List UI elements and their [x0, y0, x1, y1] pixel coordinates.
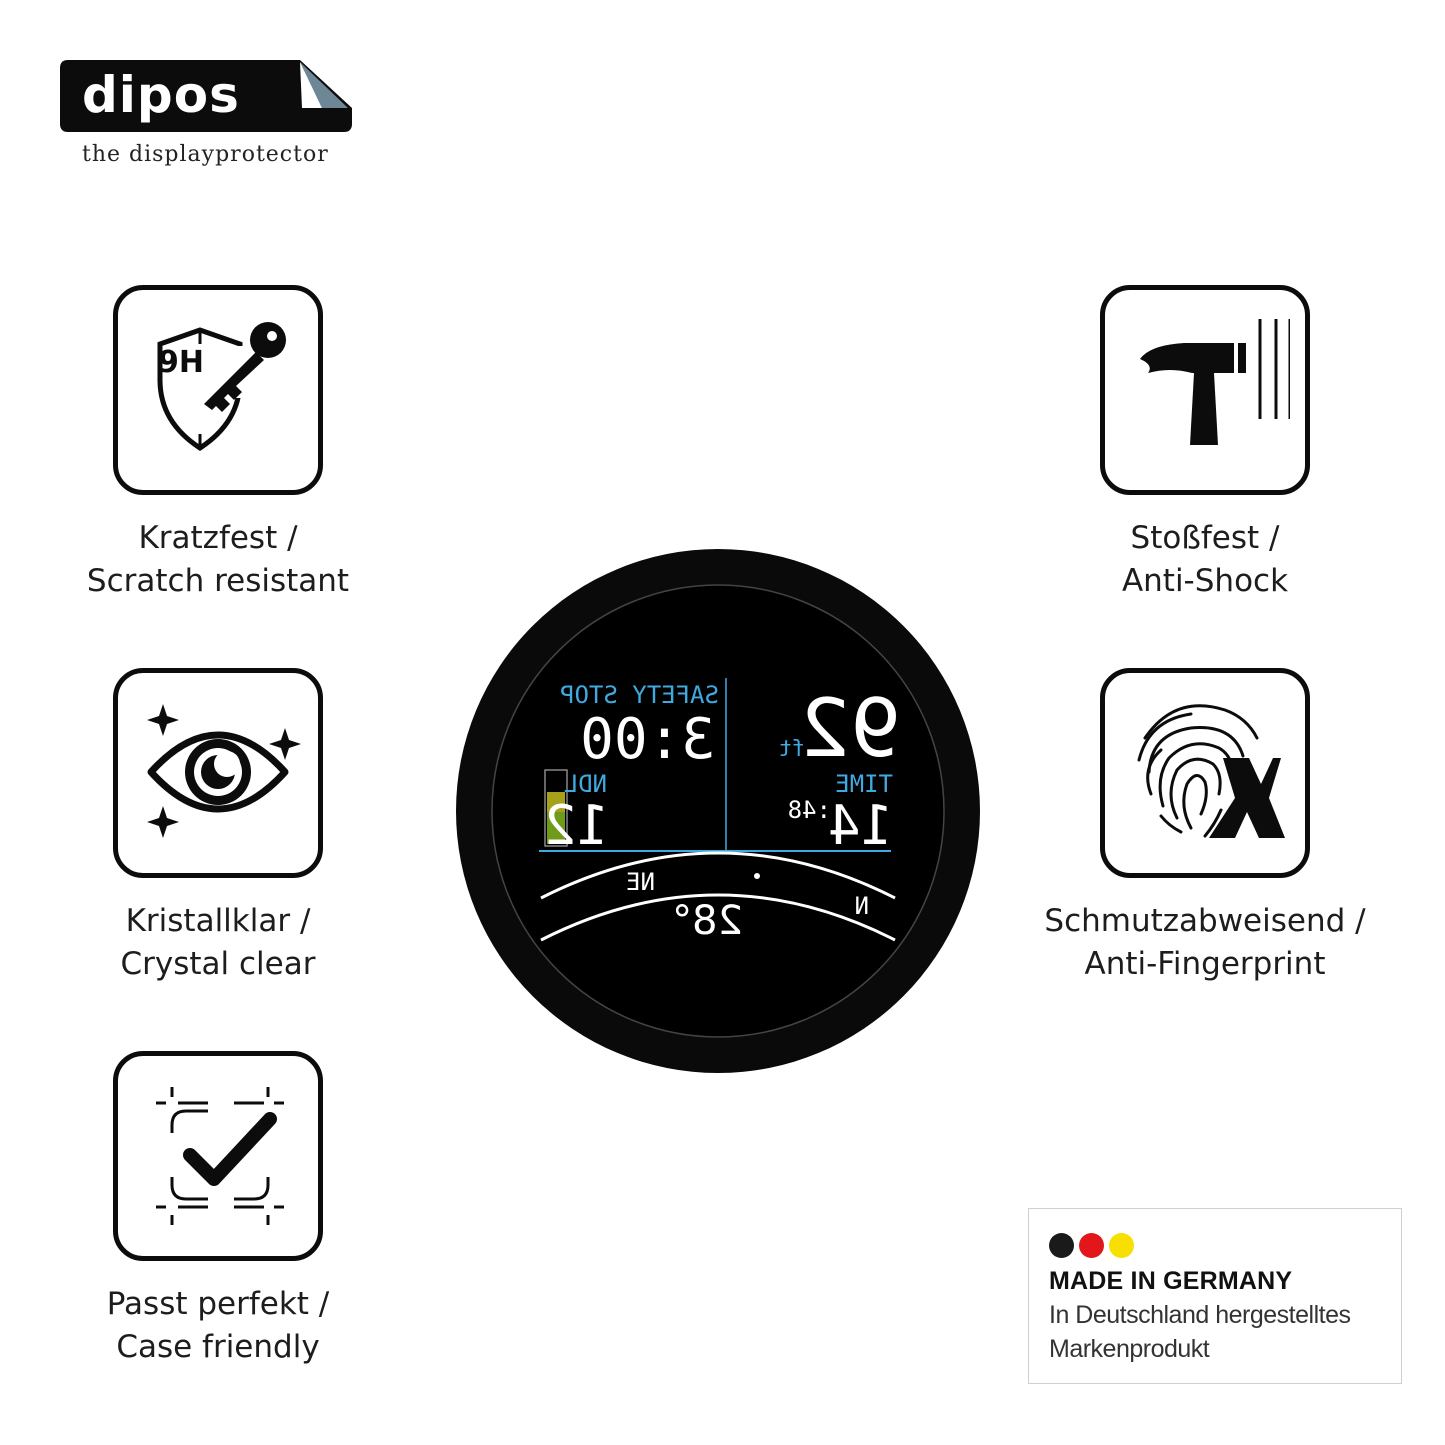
feature-tile [1100, 285, 1310, 495]
feature-fingerprint: Schmutzabweisend / Anti-Fingerprint [1030, 668, 1380, 986]
made-in-line-1: In Deutschland hergestelltes [1049, 1301, 1351, 1329]
time-seconds: :48 [788, 796, 831, 824]
feature-title-de: Kristallklar / [125, 903, 311, 939]
feature-title-de: Stoßfest / [1130, 520, 1280, 556]
eye-sparkle-icon [147, 704, 301, 838]
watch-screen [491, 584, 945, 1038]
feature-title-en: Anti-Shock [1121, 563, 1289, 599]
feature-tile [113, 1051, 323, 1261]
flag-dots [1049, 1233, 1139, 1258]
feature-title-en: Scratch resistant [86, 563, 350, 599]
ndl-label: NDL [564, 770, 607, 798]
brand-logo: dipos the displayprotector [60, 60, 355, 172]
dive-computer-display: SAFETY STOP 3:00 92 ft NDL 12 TIME 14 :4… [456, 549, 980, 1073]
made-in-title: MADE IN GERMANY [1049, 1267, 1293, 1295]
shield-key-icon: 9H [157, 322, 286, 451]
feature-tile [113, 668, 323, 878]
hammer-icon [1140, 319, 1290, 445]
feature-title-en: Case friendly [116, 1329, 320, 1365]
hardness-label: 9H [158, 345, 204, 380]
heading-n: N [855, 892, 869, 920]
heading-degrees: 28° [672, 898, 743, 944]
feature-title-en: Anti-Fingerprint [1084, 946, 1326, 982]
feature-scratch: 9H Kratzfest / Scratch resistant [53, 285, 383, 603]
feature-tile: 9H [113, 285, 323, 495]
feature-title-de: Passt perfekt / [106, 1286, 330, 1322]
feature-title-en: Crystal clear [120, 946, 316, 982]
made-in-line-2: Markenprodukt [1049, 1335, 1210, 1363]
feature-clear: Kristallklar / Crystal clear [53, 668, 383, 986]
fingerprint-x-icon [1137, 704, 1285, 838]
safety-stop-value: 3:00 [580, 707, 715, 772]
feature-title-de: Kratzfest / [138, 520, 298, 556]
frame-check-icon [156, 1087, 284, 1225]
brand-tagline: the displayprotector [82, 142, 329, 167]
flag-dot-black [1049, 1233, 1074, 1258]
logo-badge-shape [60, 60, 352, 132]
flag-dot-red [1079, 1233, 1104, 1258]
safety-stop-label: SAFETY STOP [560, 681, 719, 709]
depth-value: 92 [799, 682, 901, 775]
flag-dot-gold [1109, 1233, 1134, 1258]
ndl-value: 12 [544, 794, 609, 857]
brand-name: dipos [82, 66, 240, 124]
time-value: 14 [828, 794, 893, 857]
feature-shock: Stoßfest / Anti-Shock [1040, 285, 1370, 603]
made-in-germany-badge: MADE IN GERMANY In Deutschland hergestel… [1028, 1208, 1402, 1384]
depth-unit: ft [779, 737, 806, 762]
time-label: TIME [835, 770, 893, 798]
feature-title-de: Schmutzabweisend / [1044, 903, 1366, 939]
feature-tile [1100, 668, 1310, 878]
feature-case: Passt perfekt / Case friendly [53, 1051, 383, 1369]
heading-ne: NE [626, 868, 655, 896]
